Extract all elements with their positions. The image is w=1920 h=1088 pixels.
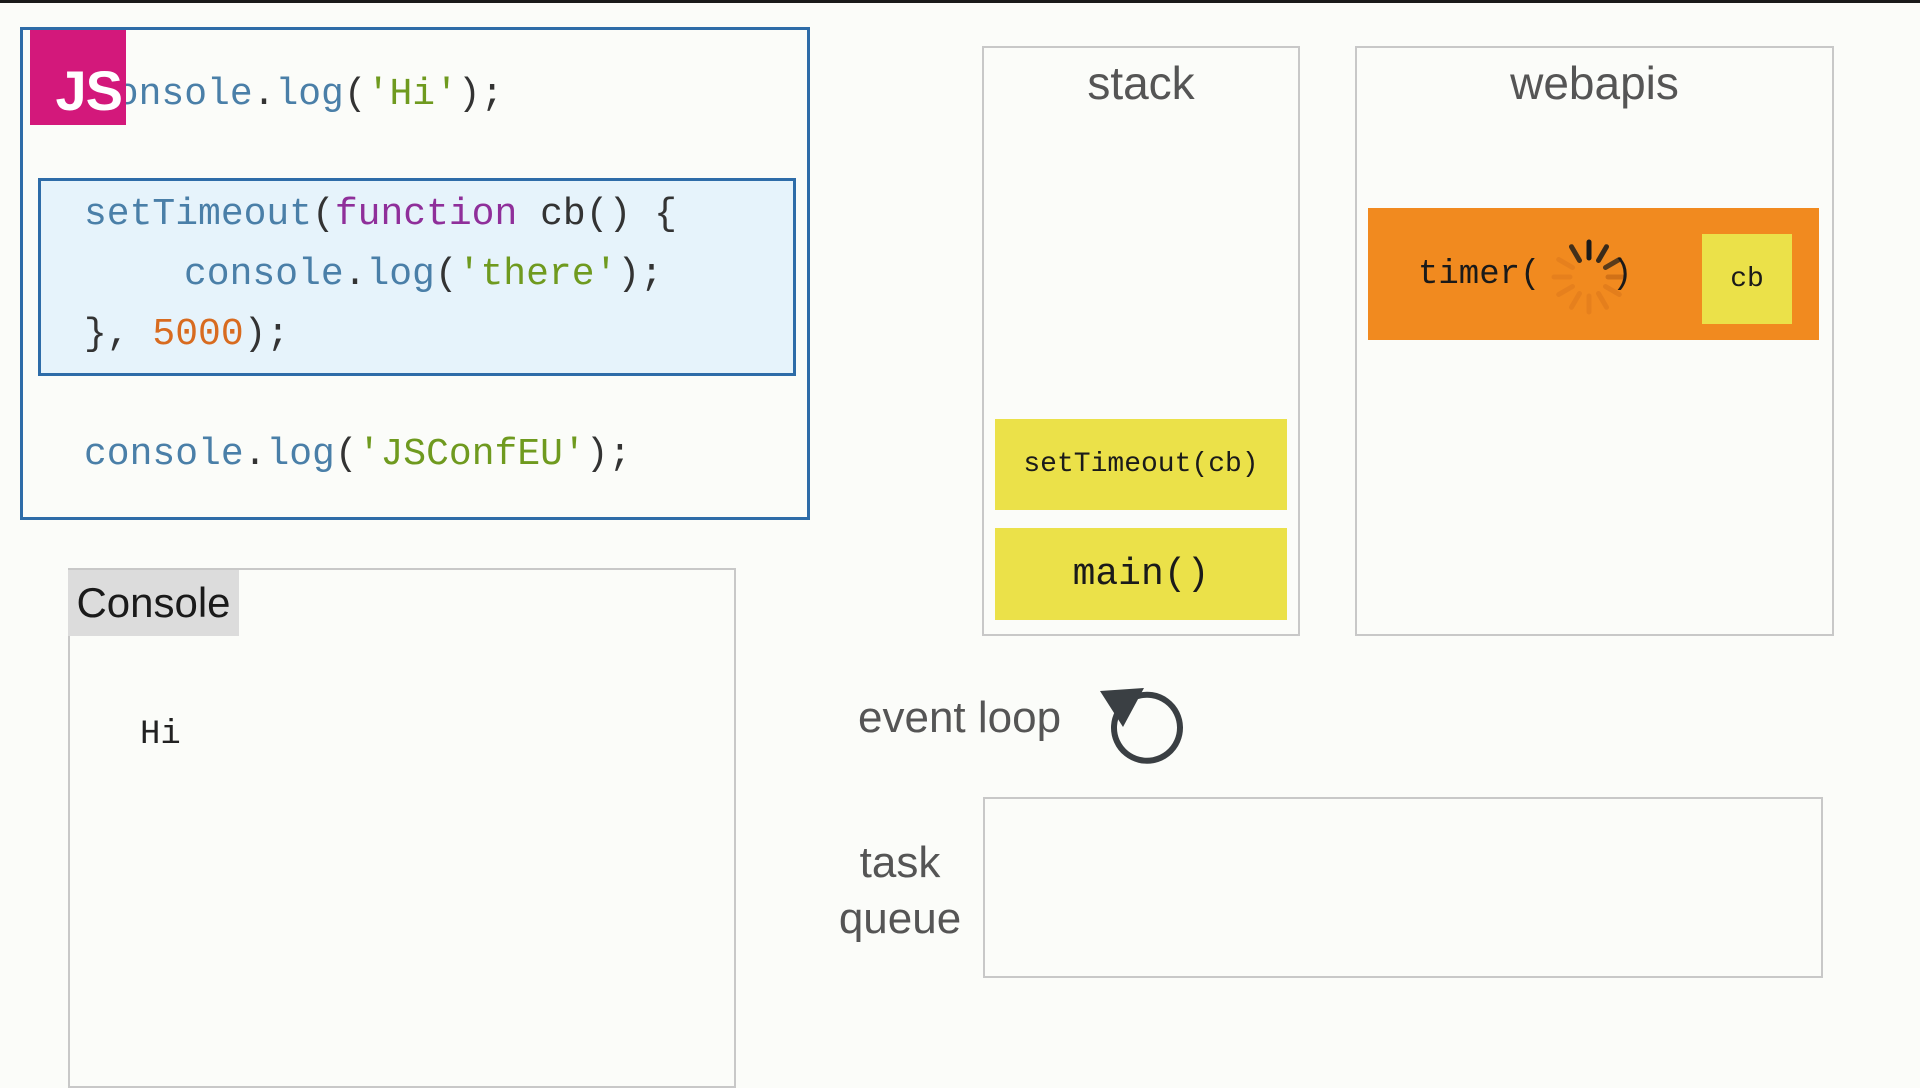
highlighted-code-block <box>38 178 796 376</box>
code-token: console <box>84 433 244 476</box>
code-line-4: }, 5000); <box>84 316 289 354</box>
task-queue-label: task queue <box>836 835 964 947</box>
timer-close-paren: ) <box>1612 256 1633 294</box>
task-queue-label-line2: queue <box>838 894 962 943</box>
code-token: function <box>334 193 518 236</box>
js-logo: JS <box>30 30 126 125</box>
code-token: 'there' <box>457 253 618 296</box>
code-token: . <box>243 433 267 476</box>
console-output-line: Hi <box>140 716 181 754</box>
code-line-2: setTimeout(function cb() { <box>84 196 677 234</box>
timer-label: timer( <box>1418 256 1541 294</box>
code-token: ); <box>457 73 504 116</box>
code-token: 'JSConfEU' <box>357 433 586 476</box>
code-token: . <box>252 73 276 116</box>
code-token: . <box>343 253 367 296</box>
code-token: ( <box>334 433 358 476</box>
event-loop-label: event loop <box>858 693 1062 742</box>
timer-callback-chip: cb <box>1702 234 1792 324</box>
stack-frame-main: main() <box>995 528 1287 620</box>
event-loop-icon <box>1100 688 1183 764</box>
top-border <box>0 0 1920 3</box>
code-line-1: console.log('Hi'); <box>93 76 504 114</box>
code-token: log <box>266 433 335 476</box>
code-token: log <box>366 253 435 296</box>
code-token: ( <box>343 73 367 116</box>
code-line-5: console.log('JSConfEU'); <box>84 436 631 474</box>
code-token: }, <box>84 313 153 356</box>
code-token: ( <box>434 253 458 296</box>
code-token: ); <box>243 313 290 356</box>
spinner-icon <box>1551 239 1627 315</box>
webapis-panel <box>1355 46 1834 636</box>
stack-title: stack <box>1087 57 1195 109</box>
code-line-3: console.log('there'); <box>184 256 663 294</box>
code-token: ( <box>312 193 335 236</box>
code-token: setTimeout <box>84 193 313 236</box>
task-queue-label-line1: task <box>859 838 941 887</box>
code-token: 'Hi' <box>366 73 458 116</box>
code-token: 5000 <box>152 313 244 356</box>
code-token: ); <box>617 253 663 296</box>
console-panel <box>68 568 736 1088</box>
code-token: log <box>275 73 344 116</box>
console-tab[interactable]: Console <box>68 570 239 636</box>
code-token: console <box>184 253 344 296</box>
stack-frame-settimeout: setTimeout(cb) <box>995 419 1287 510</box>
code-token: cb() { <box>517 193 677 236</box>
task-queue-panel <box>983 797 1823 978</box>
code-token: ); <box>585 433 632 476</box>
webapis-title: webapis <box>1510 57 1679 109</box>
